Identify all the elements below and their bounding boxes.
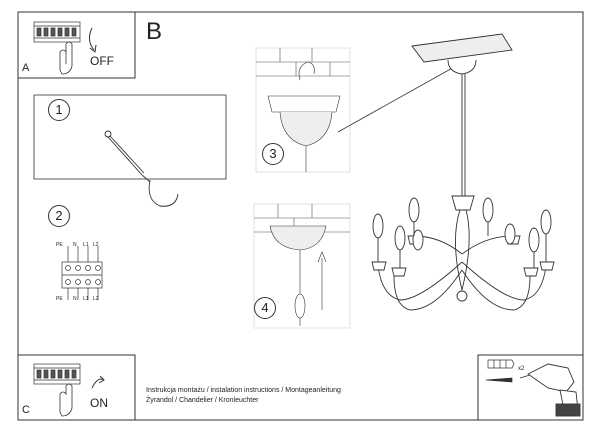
panel-b-letter: B — [146, 18, 163, 45]
tools-box — [477, 354, 584, 421]
off-label: OFF — [90, 54, 114, 68]
on-label: ON — [90, 396, 108, 410]
step-3-number: 3 — [262, 143, 284, 165]
terminal-label-n: N — [73, 296, 77, 302]
hand-icon — [59, 383, 73, 417]
terminal-label-n: N — [73, 242, 77, 248]
rotate-arrow-icon — [88, 27, 95, 51]
chandelier-drawing — [371, 33, 555, 311]
outer-frame — [17, 11, 584, 421]
terminal-label-pe: PE — [56, 296, 63, 302]
step-1-box — [33, 94, 227, 180]
hook-icon — [104, 130, 179, 207]
circuit-breaker-icon — [33, 363, 81, 385]
terminal-label-l1: L1 — [83, 296, 89, 302]
wall-plug-icon — [487, 359, 515, 369]
terminal-label-l1: L1 — [83, 242, 89, 248]
terminal-label-pe: PE — [56, 242, 63, 248]
tools-quantity: x2 — [518, 366, 525, 372]
screw-icon — [485, 377, 513, 383]
panel-c-letter: C — [22, 404, 30, 416]
terminal-label-l2: L2 — [93, 296, 99, 302]
drill-icon — [519, 363, 581, 417]
panel-a-box — [17, 11, 136, 79]
circuit-breaker-icon — [33, 21, 81, 43]
step-4-number: 4 — [254, 297, 276, 319]
step-2-number: 2 — [48, 205, 70, 227]
terminal-block-icon — [61, 246, 103, 300]
rotate-arrow-icon — [91, 378, 105, 389]
caption-line-1: Instrukcja montażu / instalation instruc… — [146, 387, 341, 394]
terminal-label-l2: L2 — [93, 242, 99, 248]
panel-a-letter: A — [22, 62, 30, 74]
caption-line-2: Żyrandol / Chandelier / Kronleuchter — [146, 397, 259, 404]
step-1-number: 1 — [48, 99, 70, 121]
hand-icon — [59, 41, 73, 75]
